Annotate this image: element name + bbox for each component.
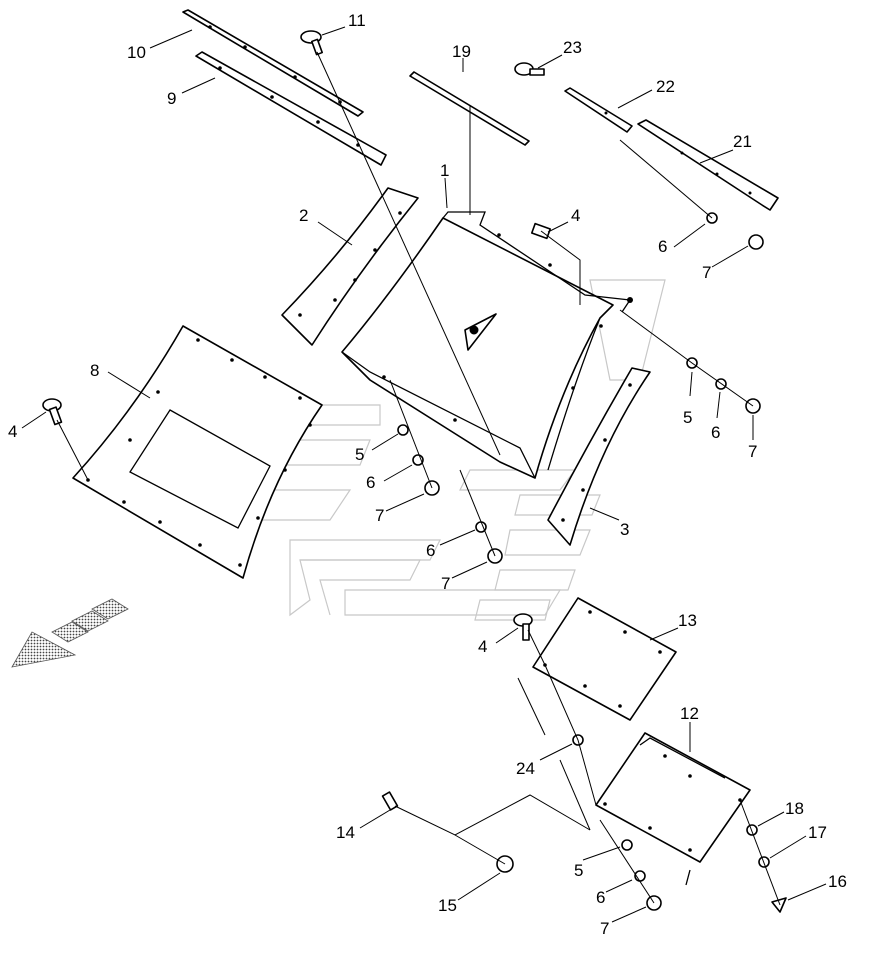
callout-11: 11 [348,11,366,30]
callout-7: 7 [441,574,450,593]
callout-4: 4 [478,637,487,656]
callout-6: 6 [426,541,435,560]
callout-7: 7 [702,263,711,282]
callout-17: 17 [808,823,827,842]
part-1-hood [341,211,633,479]
callout-6: 6 [596,888,605,907]
part-12-plate [595,732,751,886]
callout-21: 21 [733,132,752,151]
part-11-bolt [300,30,324,56]
callout-7: 7 [600,919,609,938]
callout-6: 6 [658,237,667,256]
callout-7: 7 [375,506,384,525]
part-22-strip [564,87,633,133]
background-watermark [249,279,666,621]
callout-13: 13 [678,611,697,630]
part-21-bracket [637,119,779,211]
callout-9: 9 [167,89,176,108]
callout-24: 24 [516,759,535,778]
callout-16: 16 [828,872,847,891]
callout-6: 6 [711,423,720,442]
assembly-lines [56,51,781,906]
callout-7: 7 [748,442,757,461]
callout-2: 2 [299,206,308,225]
callout-5: 5 [574,861,583,880]
callout-4: 4 [571,206,580,225]
callout-leaders [21,26,827,923]
callout-8: 8 [90,361,99,380]
callout-1: 1 [440,161,449,180]
part-10-strip [182,9,364,117]
callout-5: 5 [683,408,692,427]
callout-14: 14 [336,823,355,842]
callout-4: 4 [8,422,17,441]
callout-19: 19 [452,42,471,61]
direction-arrow [11,598,129,668]
callout-22: 22 [656,77,675,96]
callout-3: 3 [620,520,629,539]
callout-15: 15 [438,896,457,915]
part-8-panel [72,325,323,579]
callout-12: 12 [680,704,699,723]
part-23-bolt [514,62,545,76]
part-13-plate [532,597,677,721]
callout-10: 10 [127,43,146,62]
callout-6: 6 [366,473,375,492]
callout-labels: 1 2 3 4 4 4 5 5 5 6 6 6 6 6 7 7 7 7 7 8 … [8,11,847,938]
callout-5: 5 [355,445,364,464]
part-2-panel [281,187,419,346]
callout-23: 23 [563,38,582,57]
part-3-panel [547,367,651,546]
callout-18: 18 [785,799,804,818]
